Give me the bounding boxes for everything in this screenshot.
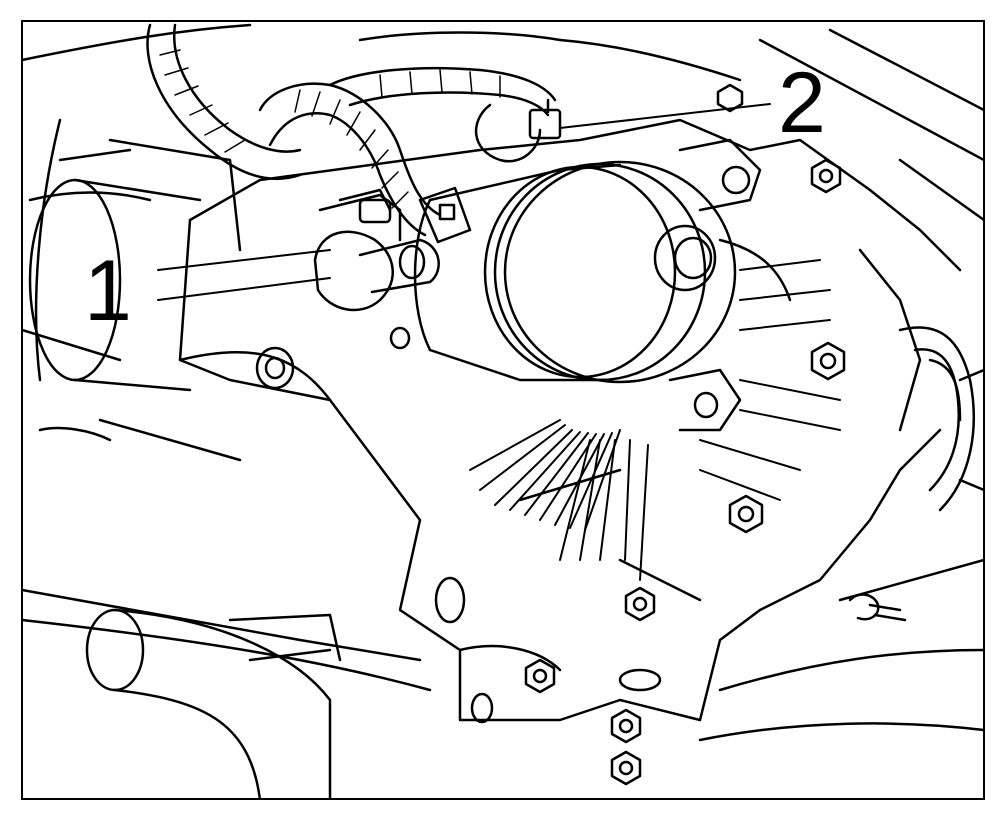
leader-line-2 — [559, 103, 771, 129]
bolt-bottom-4 — [610, 750, 642, 786]
wiring-harness — [146, 23, 562, 244]
exhaust-pipe — [85, 608, 342, 799]
bolt-top-right — [810, 158, 842, 194]
transfer-case — [178, 118, 962, 722]
bolt-lower-right — [728, 494, 764, 534]
bolts — [524, 83, 846, 786]
leader-lines — [157, 103, 771, 301]
illustration-frame — [21, 20, 985, 800]
bolt-bottom-3 — [610, 708, 642, 744]
small-clip — [848, 593, 907, 622]
leader-line-1 — [157, 249, 331, 271]
actuator-motor — [413, 160, 737, 384]
chassis-lines — [22, 23, 984, 742]
callout-label-1: 1 — [84, 243, 132, 339]
left-housing — [28, 138, 242, 462]
mounting-ears — [255, 138, 762, 724]
bolt-bottom-2 — [524, 658, 556, 694]
housing-ribs — [469, 259, 841, 581]
bolt-mid-right — [810, 341, 846, 381]
leader-line-1b — [157, 277, 331, 301]
callout-label-2: 2 — [778, 55, 826, 151]
bolt-bottom-1 — [624, 586, 656, 622]
bolt-top-callout-2 — [716, 83, 744, 113]
electrical-connector — [313, 188, 440, 312]
shaft-boot — [898, 326, 984, 512]
